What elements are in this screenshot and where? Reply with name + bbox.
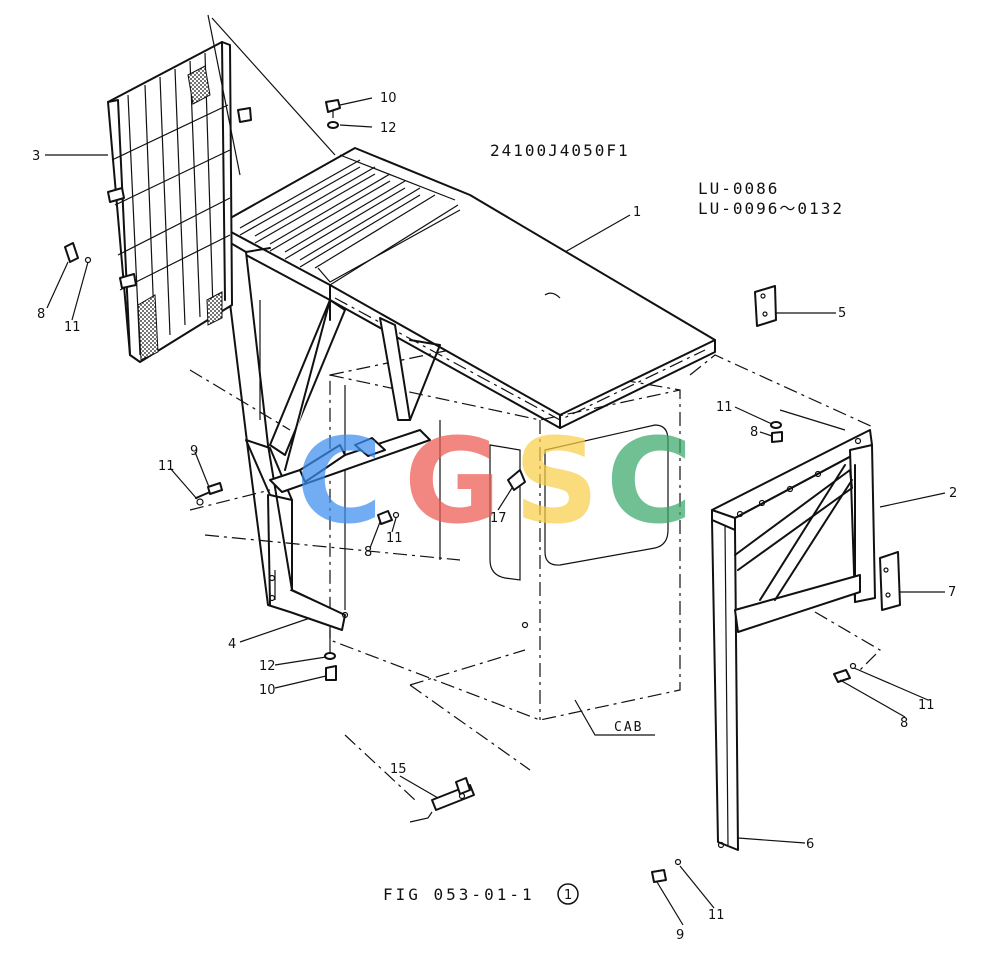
callout-11-right-lower: 11	[918, 698, 935, 713]
callout-11-upper-left: 11	[64, 320, 81, 335]
callout-10-top: 10	[380, 91, 397, 106]
callout-8-right-lower: 8	[900, 716, 908, 731]
canopy-roof	[217, 147, 716, 429]
part-code: 24100J4050F1	[490, 141, 630, 160]
callout-8-center: 8	[364, 545, 372, 560]
leader-lines	[45, 97, 946, 926]
left-frame	[221, 237, 441, 631]
callout-11-left: 11	[158, 459, 175, 474]
figure-sheet-number: 1	[564, 888, 572, 903]
watermark: C G S C	[296, 412, 693, 550]
figure-sheet-circle	[557, 883, 579, 905]
callout-17: 17	[490, 511, 507, 526]
callout-11-bottom: 11	[708, 908, 725, 923]
callout-1: 1	[633, 205, 641, 220]
watermark-letter-s: S	[514, 412, 599, 550]
callout-8-right-upper: 8	[750, 425, 758, 440]
figure-label: FIG 053-01-1	[383, 885, 535, 904]
watermark-letter-g: G	[404, 412, 501, 550]
callout-15: 15	[390, 762, 407, 777]
cab-outline	[329, 349, 681, 736]
right-frame	[689, 285, 901, 851]
callout-11-right-upper: 11	[716, 400, 733, 415]
callout-11-center: 11	[386, 531, 403, 546]
callout-numbers: 1 2 3 4 5 6 7 8 8 8 8 9 9 10 10 11 11 11…	[32, 91, 957, 943]
watermark-letter-c2: C	[606, 412, 693, 550]
cab-label: CAB	[614, 720, 643, 735]
callout-4: 4	[228, 637, 236, 652]
watermark-letter-c1: C	[296, 412, 383, 550]
callout-2: 2	[949, 486, 957, 501]
explode-lines	[189, 369, 881, 801]
callout-12-top: 12	[380, 121, 397, 136]
hardware	[64, 99, 857, 883]
serial-range-2: LU-0096～0132	[698, 199, 844, 218]
callout-9-left: 9	[190, 444, 198, 459]
callout-12-bottom: 12	[259, 659, 276, 674]
callout-7: 7	[948, 585, 956, 600]
callout-5: 5	[838, 306, 846, 321]
callout-3: 3	[32, 149, 40, 164]
callout-10-bottom: 10	[259, 683, 276, 698]
callout-6: 6	[806, 837, 814, 852]
callout-8-upper-left: 8	[37, 307, 45, 322]
side-screen	[107, 14, 336, 363]
callout-9-bottom: 9	[676, 928, 684, 943]
serial-range-1: LU-0086	[698, 179, 779, 198]
